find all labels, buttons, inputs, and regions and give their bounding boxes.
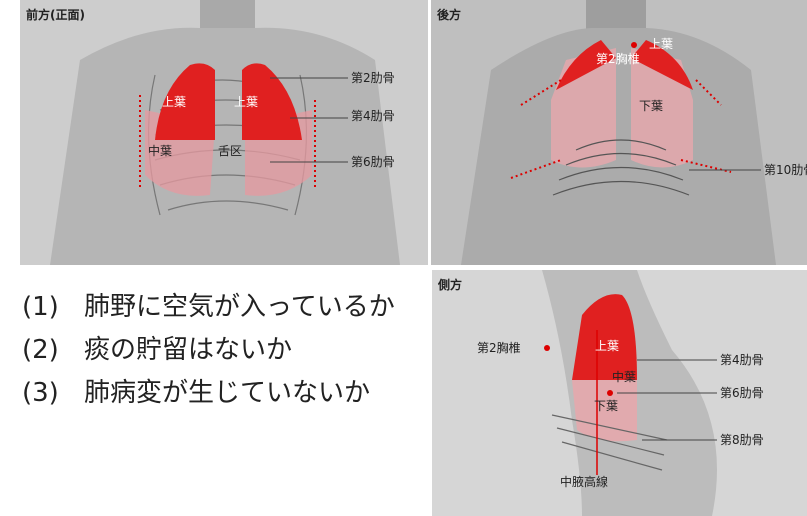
back-view-panel: 後方 上葉 第2胸椎 下葉 第10肋骨: [431, 0, 807, 265]
back-upper-label: 上葉: [649, 38, 673, 50]
question-text: 痰の貯留はないか: [84, 333, 412, 368]
assessment-questions: (1) 肺野に空気が入っているか (2) 痰の貯留はないか (3) 肺病変が生じ…: [22, 290, 412, 419]
side-midaxillary-label: 中腋高線: [560, 476, 608, 488]
back-vertebra2-label: 第2胸椎: [596, 53, 640, 65]
back-lower-label: 下葉: [639, 100, 663, 112]
front-rib4-label: 第4肋骨: [351, 110, 395, 122]
question-text: 肺野に空気が入っているか: [84, 290, 412, 325]
front-body-illustration: [20, 0, 428, 265]
side-view-panel: 側方 第2胸椎 上葉 第4肋骨 中葉 第6肋骨 下葉 第8肋骨 中腋高線: [432, 270, 807, 516]
side-vertebra2-label: 第2胸椎: [477, 342, 521, 354]
front-middle-label: 中葉: [148, 145, 172, 157]
side-upper-label: 上葉: [595, 340, 619, 352]
front-upper-left-label: 上葉: [162, 96, 186, 108]
front-lingula-label: 舌区: [218, 145, 242, 157]
side-middle-label: 中葉: [612, 371, 636, 383]
question-number: (3): [22, 376, 84, 411]
front-view-panel: 前方(正面) 上葉 上葉 中葉 舌区 第2肋骨 第4肋骨 第6肋骨: [20, 0, 428, 265]
question-text: 肺病変が生じていないか: [84, 376, 412, 411]
question-number: (1): [22, 290, 84, 325]
front-rib2-label: 第2肋骨: [351, 72, 395, 84]
side-lower-label: 下葉: [594, 400, 618, 412]
side-rib4-label: 第4肋骨: [720, 354, 764, 366]
back-title: 後方: [437, 6, 461, 23]
front-upper-right-label: 上葉: [234, 96, 258, 108]
question-item: (2) 痰の貯留はないか: [22, 333, 412, 368]
side-rib8-label: 第8肋骨: [720, 434, 764, 446]
front-rib6-label: 第6肋骨: [351, 156, 395, 168]
question-item: (1) 肺野に空気が入っているか: [22, 290, 412, 325]
back-rib10-label: 第10肋骨: [764, 164, 807, 176]
front-title: 前方(正面): [26, 6, 85, 23]
side-title: 側方: [438, 276, 462, 293]
side-rib6-label: 第6肋骨: [720, 387, 764, 399]
question-item: (3) 肺病変が生じていないか: [22, 376, 412, 411]
back-body-illustration: [431, 0, 807, 265]
question-number: (2): [22, 333, 84, 368]
